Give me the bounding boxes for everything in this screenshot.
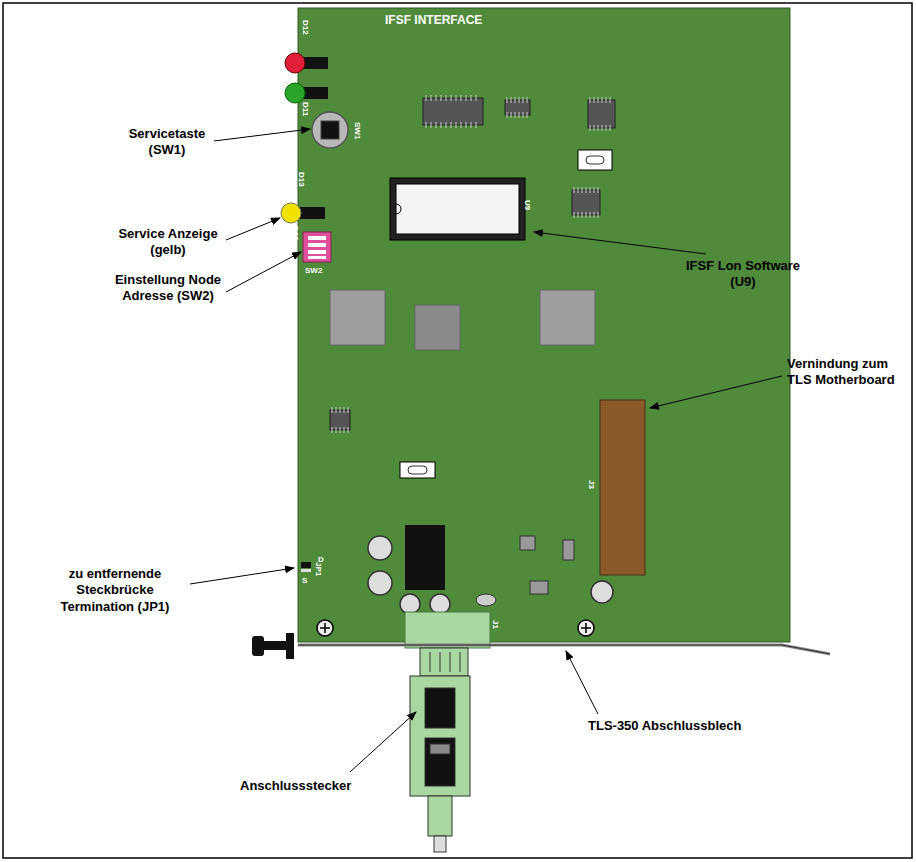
square-chips — [330, 290, 595, 350]
designator-label: J3 — [586, 480, 596, 489]
callout-label: Anschlussstecker — [240, 778, 351, 794]
j1-connector — [405, 612, 490, 648]
crystals — [400, 150, 612, 478]
leader-lines — [190, 129, 782, 772]
callout-label: Service Anzeige (gelb) — [112, 226, 224, 259]
ics — [330, 98, 615, 430]
plug — [410, 648, 470, 852]
ic-pins — [332, 95, 610, 433]
designator-label: D11 — [300, 102, 310, 116]
frame — [3, 3, 912, 858]
u9-socket — [390, 178, 525, 240]
designator-label: JP1 — [313, 562, 323, 576]
callout-label: IFSF Lon Software (U9) — [682, 258, 804, 291]
designator-label: S — [302, 576, 307, 586]
designator-label: J1 — [490, 620, 500, 629]
designator-label: SW1 — [352, 122, 362, 139]
dip-switch — [303, 232, 331, 262]
callout-label: zu entfernende Steckbrücke Termination (… — [42, 566, 188, 615]
designator-label: IFSF INTERFACE — [385, 13, 482, 28]
designator-label: D13 — [296, 172, 306, 187]
designator-label: U9 — [522, 200, 532, 210]
service-button — [312, 112, 348, 148]
callout-label: Servicetaste (SW1) — [112, 126, 222, 159]
callout-label: Vernindung zum TLS Motherboard — [787, 356, 911, 389]
designator-label: D12 — [290, 226, 300, 241]
j3-connector — [600, 400, 645, 575]
bracket — [252, 633, 830, 659]
designator-label: D12 — [300, 20, 310, 35]
pcb — [298, 8, 790, 642]
power-parts — [368, 525, 613, 614]
designator-label: SW2 — [305, 266, 322, 276]
jp1-jumper — [301, 562, 311, 572]
callout-label: TLS-350 Abschlussblech — [588, 718, 741, 734]
callout-label: Einstellung Node Adresse (SW2) — [112, 272, 224, 305]
